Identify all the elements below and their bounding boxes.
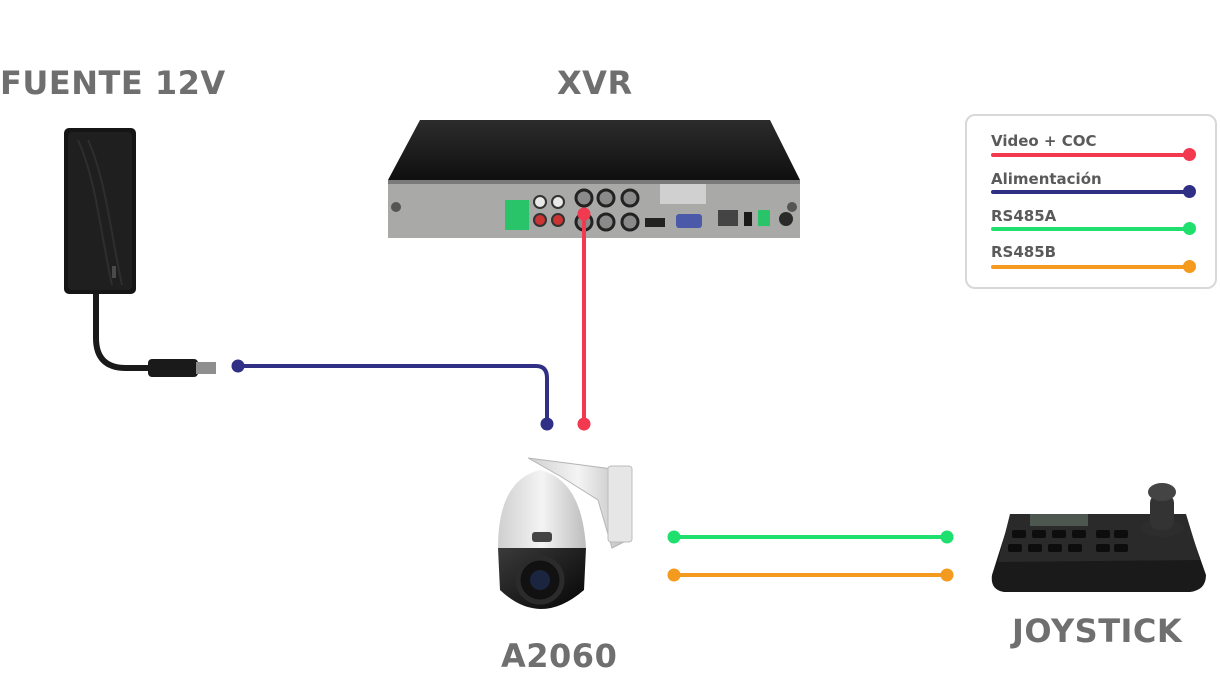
power-wire bbox=[238, 364, 549, 424]
legend-line-video bbox=[991, 153, 1189, 157]
legend-dot-rs485a bbox=[1183, 222, 1196, 235]
rs485b-end-dot bbox=[940, 568, 954, 582]
legend-dot-video bbox=[1183, 148, 1196, 161]
legend-label-rs485b: RS485B bbox=[991, 243, 1057, 261]
joystick-keyboard-icon bbox=[991, 483, 1206, 592]
xvr-recorder-icon bbox=[388, 120, 800, 238]
power-supply-label: FUENTE 12V bbox=[0, 64, 226, 102]
legend-line-power bbox=[991, 190, 1189, 194]
rs485a-end-dot bbox=[940, 530, 954, 544]
legend-line-rs485b bbox=[991, 265, 1189, 269]
power-adapter-icon bbox=[64, 128, 216, 377]
rs485a-start-dot bbox=[667, 530, 681, 544]
camera-label: A2060 bbox=[501, 637, 618, 675]
power-wire-end-dot bbox=[540, 417, 554, 431]
ptz-camera-icon bbox=[498, 457, 633, 609]
legend-label-rs485a: RS485A bbox=[991, 207, 1057, 225]
joystick-label: JOYSTICK bbox=[1012, 612, 1183, 650]
legend-line-rs485a bbox=[991, 227, 1189, 231]
rs485b-start-dot bbox=[667, 568, 681, 582]
legend-label-video: Video + COC bbox=[991, 132, 1097, 150]
legend-label-power: Alimentación bbox=[991, 170, 1102, 188]
video-wire-start-dot bbox=[577, 207, 591, 221]
video-wire-end-dot bbox=[577, 417, 591, 431]
legend-box: Video + COC Alimentación RS485A RS485B bbox=[965, 114, 1217, 289]
power-wire-start-dot bbox=[231, 359, 245, 373]
legend-dot-rs485b bbox=[1183, 260, 1196, 273]
legend-dot-power bbox=[1183, 185, 1196, 198]
xvr-label: XVR bbox=[557, 64, 633, 102]
